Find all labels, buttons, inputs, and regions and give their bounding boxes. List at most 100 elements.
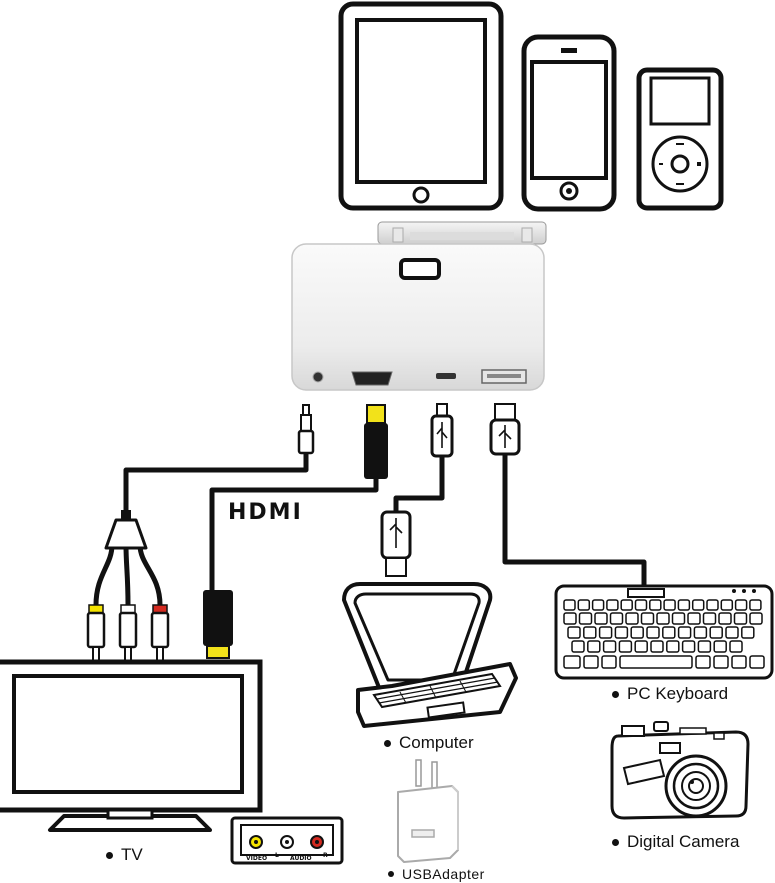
bullet-icon bbox=[384, 739, 391, 747]
keyboard-key bbox=[571, 640, 585, 653]
ipad-icon bbox=[338, 1, 504, 211]
keyboard-key bbox=[620, 599, 633, 611]
keyboard-key bbox=[602, 640, 617, 653]
camera-icon bbox=[610, 721, 750, 820]
av-label-left: L bbox=[275, 852, 279, 859]
tv-label: TV bbox=[106, 845, 143, 865]
keyboard-key bbox=[634, 599, 648, 611]
keyboard-key bbox=[567, 626, 581, 639]
keyboard-key bbox=[609, 612, 624, 625]
digital-camera-text: Digital Camera bbox=[627, 832, 740, 851]
dock-adapter bbox=[291, 221, 547, 391]
pc-keyboard-label: PC Keyboard bbox=[612, 684, 728, 704]
keyboard-key bbox=[671, 612, 686, 625]
keyboard-key bbox=[687, 612, 701, 625]
keyboard-key bbox=[619, 655, 693, 669]
ipod-icon bbox=[636, 67, 724, 211]
keyboard-key bbox=[649, 599, 662, 611]
keyboard-key bbox=[749, 655, 765, 669]
usb-adapter-text: USBAdapter bbox=[402, 866, 485, 882]
keyboard-key bbox=[691, 599, 705, 611]
keyboard-key bbox=[656, 612, 670, 625]
av-label-audio: AUDIO bbox=[290, 855, 312, 862]
keyboard-key bbox=[583, 626, 597, 639]
keyboard-key bbox=[625, 612, 639, 625]
keyboard-key bbox=[709, 626, 723, 639]
laptop-icon bbox=[342, 582, 518, 728]
keyboard-key bbox=[662, 626, 676, 639]
keyboard-key bbox=[693, 626, 708, 639]
keyboard-key bbox=[695, 655, 711, 669]
keyboard-key bbox=[618, 640, 633, 653]
keyboard-key bbox=[630, 626, 644, 639]
rca-plug-red bbox=[150, 604, 170, 662]
usb-adapter-label: USBAdapter bbox=[388, 866, 485, 882]
bullet-icon bbox=[388, 871, 394, 877]
keyboard-key bbox=[606, 599, 619, 611]
keyboard-key bbox=[702, 612, 717, 625]
audio-jack-plug bbox=[297, 404, 315, 455]
tv-icon bbox=[0, 659, 263, 832]
av-label-video: VIDEO bbox=[246, 855, 267, 862]
bullet-icon bbox=[612, 690, 619, 698]
keyboard-key bbox=[640, 612, 655, 625]
bullet-icon bbox=[106, 851, 113, 859]
keyboard-key bbox=[663, 599, 676, 611]
keyboard-key bbox=[594, 612, 608, 625]
keyboard-key bbox=[681, 640, 696, 653]
pc-keyboard-text: PC Keyboard bbox=[627, 684, 729, 703]
computer-label: Computer bbox=[384, 733, 474, 753]
keyboard-key bbox=[706, 599, 719, 611]
keyboard-key bbox=[734, 599, 748, 611]
bullet-icon bbox=[612, 838, 619, 846]
keyboard-key bbox=[598, 626, 613, 639]
usb-power-adapter-icon bbox=[397, 759, 459, 863]
keyboard-key bbox=[697, 640, 712, 653]
keyboard-key bbox=[577, 599, 591, 611]
keyboard-key bbox=[720, 599, 734, 611]
digital-camera-label: Digital Camera bbox=[612, 832, 739, 852]
keyboard-key bbox=[587, 640, 601, 653]
rca-plug-white bbox=[118, 604, 138, 662]
keyboard-key bbox=[741, 626, 755, 639]
usb-plug-computer bbox=[380, 510, 412, 577]
keyboard-key bbox=[614, 626, 629, 639]
keyboard-key bbox=[563, 612, 577, 625]
keyboard-icon bbox=[554, 584, 774, 680]
av-label-right: R bbox=[323, 852, 328, 859]
keyboard-key bbox=[718, 612, 732, 625]
tv-text: TV bbox=[121, 845, 143, 864]
keyboard-key bbox=[583, 655, 599, 669]
keyboard-key bbox=[563, 655, 581, 669]
keyboard-key bbox=[563, 599, 576, 611]
cables bbox=[93, 452, 647, 606]
keyboard-key bbox=[666, 640, 680, 653]
rca-splitter bbox=[104, 510, 148, 550]
micro-usb-plug bbox=[430, 403, 454, 458]
keyboard-key bbox=[601, 655, 617, 669]
rca-plug-yellow bbox=[86, 604, 106, 662]
keyboard-key bbox=[733, 612, 748, 625]
keyboard-key bbox=[731, 655, 747, 669]
computer-text: Computer bbox=[399, 733, 474, 752]
keyboard-key bbox=[749, 612, 763, 625]
keyboard-key bbox=[634, 640, 648, 653]
keyboard-key bbox=[677, 626, 692, 639]
keyboard-key bbox=[713, 655, 729, 669]
hdmi-plug-tv bbox=[203, 590, 233, 659]
usb-plug-top bbox=[489, 403, 521, 456]
keyboard-key bbox=[646, 626, 660, 639]
keyboard-key bbox=[749, 599, 762, 611]
keyboard-key bbox=[713, 640, 727, 653]
hdmi-label: HDMI bbox=[228, 500, 303, 525]
keyboard-key bbox=[650, 640, 664, 653]
iphone-icon bbox=[521, 34, 617, 212]
keyboard-key bbox=[725, 626, 739, 639]
hdmi-plug-top bbox=[364, 404, 388, 479]
av-input-panel: VIDEO L AUDIO R bbox=[230, 816, 344, 865]
keyboard-key bbox=[677, 599, 691, 611]
keyboard-key bbox=[591, 599, 605, 611]
keyboard-key bbox=[729, 640, 743, 653]
keyboard-key bbox=[578, 612, 593, 625]
